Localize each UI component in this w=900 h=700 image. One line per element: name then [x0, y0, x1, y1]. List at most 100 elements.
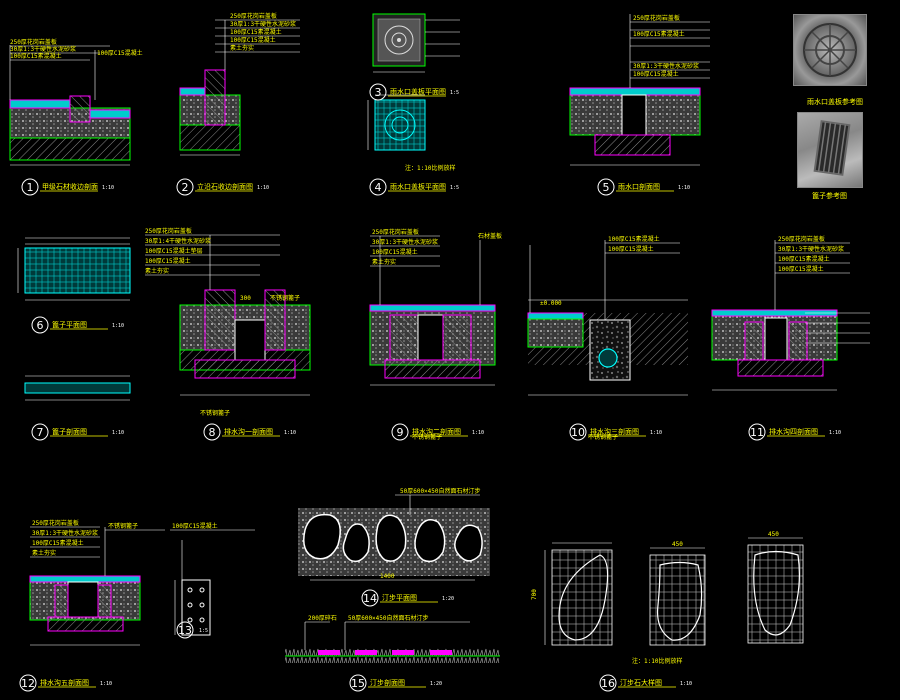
detail-title-8: 排水沟一剖面图 [224, 427, 273, 436]
detail-scale-2: 1:10 [257, 185, 269, 191]
detail-6-plan [17, 237, 131, 301]
callout-2b: 30厚1:3干硬性水泥砂浆 [230, 20, 296, 28]
detail-title-15: 汀步剖面图 [370, 678, 405, 687]
detail-tag-number-10: 10 [571, 426, 585, 439]
detail-8-section [145, 234, 311, 396]
detail-tag-number-16: 16 [601, 677, 615, 690]
detail-title-1: 甲级石材收边剖面 [42, 182, 98, 191]
subnote-9: 不锈钢篦子 [412, 433, 442, 441]
detail-scale-4: 1:5 [450, 185, 459, 191]
callout-1a: 250厚花岗岩盖板 [10, 38, 57, 46]
detail-2-section [179, 19, 300, 156]
detail-tag-circle-3 [369, 83, 387, 101]
callout-1d: 100厚C15混凝土 [97, 49, 143, 57]
detail-scale-5: 1:10 [678, 185, 690, 191]
callout-10b: 100厚C15混凝土 [608, 245, 654, 253]
dim-16b: 450 [672, 541, 683, 548]
detail-tag-circle-14 [361, 589, 379, 607]
callout-2a: 250厚花岗岩盖板 [230, 12, 277, 20]
detail-tag-number-12: 12 [21, 677, 35, 690]
detail-scale-12: 1:10 [100, 681, 112, 687]
detail-title-10: 排水沟三剖面图 [590, 427, 639, 436]
detail-14-plan [298, 494, 490, 581]
detail-title-16: 汀步石大样图 [620, 678, 662, 687]
callout-9a: 250厚花岗岩盖板 [372, 228, 419, 236]
callout-8c: 100厚C15混凝土垫层 [145, 247, 203, 255]
detail-tag-number-6: 6 [37, 319, 44, 332]
detail-3-plan [372, 13, 460, 73]
detail-scale-16: 1:10 [680, 681, 692, 687]
callout-8f: 不锈钢篦子 [270, 294, 300, 302]
detail-16-plans [544, 537, 804, 646]
callout-8d: 100厚C15混凝土 [145, 257, 191, 265]
callout-12a: 250厚花岗岩盖板 [32, 519, 79, 527]
detail-scale-10: 1:10 [650, 430, 662, 436]
detail-scale-1: 1:10 [102, 185, 114, 191]
detail-tag-circle-6 [31, 316, 49, 334]
detail-tag-circle-10 [569, 423, 587, 441]
detail-tag-number-3: 3 [375, 86, 382, 99]
detail-scale-11: 1:10 [829, 430, 841, 436]
detail-tag-circle-13 [176, 621, 194, 639]
detail-tag-number-7: 7 [37, 426, 44, 439]
grate-photo [797, 112, 863, 188]
callout-1c: 100厚C15素混凝土 [10, 52, 62, 60]
callout-8a: 250厚花岗岩盖板 [145, 227, 192, 235]
dim-16a: 700 [531, 589, 538, 600]
detail-title-9: 排水沟二剖面图 [412, 427, 461, 436]
callout-11c: 100厚C15素混凝土 [778, 255, 830, 263]
detail-tag-circle-12 [19, 674, 37, 692]
callout-5c: 30厚1:3干硬性水泥砂浆 [633, 62, 699, 70]
photo2-caption: 篦子参考图 [812, 192, 847, 200]
callout-15b: 50厚600×450自然面石材汀步 [348, 614, 429, 622]
elev-10: ±0.000 [540, 300, 562, 307]
detail-tag-circle-5 [597, 178, 615, 196]
detail-title-14: 汀步平面图 [382, 594, 417, 602]
callout-12c: 100厚C15素混凝土 [32, 539, 84, 547]
callout-9c: 100厚C15混凝土 [372, 248, 418, 256]
callout-2c: 100厚C15素混凝土 [230, 28, 282, 36]
detail-tag-number-5: 5 [603, 181, 610, 194]
detail-scale-14: 1:20 [442, 596, 454, 602]
subnote-8: 不锈钢篦子 [200, 409, 230, 417]
detail-title-12: 排水沟五剖面图 [40, 678, 89, 687]
detail-title-7: 篦子剖面图 [52, 427, 87, 436]
detail-tag-number-9: 9 [397, 426, 404, 439]
detail-title-5: 雨水口剖面图 [618, 182, 660, 191]
detail-scale-8: 1:10 [284, 430, 296, 436]
detail-12-section [29, 526, 165, 646]
callout-10a: 100厚C15素混凝土 [608, 235, 660, 243]
detail-4-plan [367, 94, 426, 151]
detail-tag-number-13: 13 [178, 624, 192, 637]
callout-5a: 250厚花岗岩盖板 [633, 14, 680, 22]
callout-8b: 30厚1:4干硬性水泥砂浆 [145, 237, 211, 245]
dim-8: 300 [240, 295, 251, 302]
photo1-caption: 雨水口盖板参考图 [807, 98, 863, 106]
detail-tag-circle-16 [599, 674, 617, 692]
note-16: 注：1:10比例放样 [632, 657, 682, 665]
callout-5d: 100厚C15混凝土 [633, 70, 679, 78]
callout-12d: 素土夯实 [32, 549, 56, 557]
detail-tag-circle-9 [391, 423, 409, 441]
detail-tag-number-15: 15 [351, 677, 365, 690]
callout-2e: 素土夯实 [230, 44, 254, 52]
callout-13: 100厚C15混凝土 [172, 522, 218, 530]
detail-tag-number-1: 1 [27, 181, 34, 194]
callout-14: 50厚600×450自然面石材汀步 [400, 487, 481, 495]
callout-8e: 素土夯实 [145, 267, 169, 275]
callout-12e: 不锈钢篦子 [108, 522, 138, 530]
subnote-10: 不锈钢篦子 [588, 433, 618, 441]
detail-tag-number-8: 8 [209, 426, 216, 439]
detail-5-section [569, 14, 710, 166]
detail-1-section [9, 45, 131, 166]
callout-2d: 100厚C15混凝土 [230, 36, 276, 44]
detail-15-section [285, 621, 500, 663]
callout-5b: 100厚C15素混凝土 [633, 30, 685, 38]
callout-11a: 250厚花岗岩盖板 [778, 235, 825, 243]
detail-tag-number-11: 11 [750, 426, 764, 439]
detail-scale-6: 1:10 [112, 323, 124, 329]
detail-scale-3: 1:5 [450, 90, 459, 96]
detail-9-section [369, 235, 496, 386]
